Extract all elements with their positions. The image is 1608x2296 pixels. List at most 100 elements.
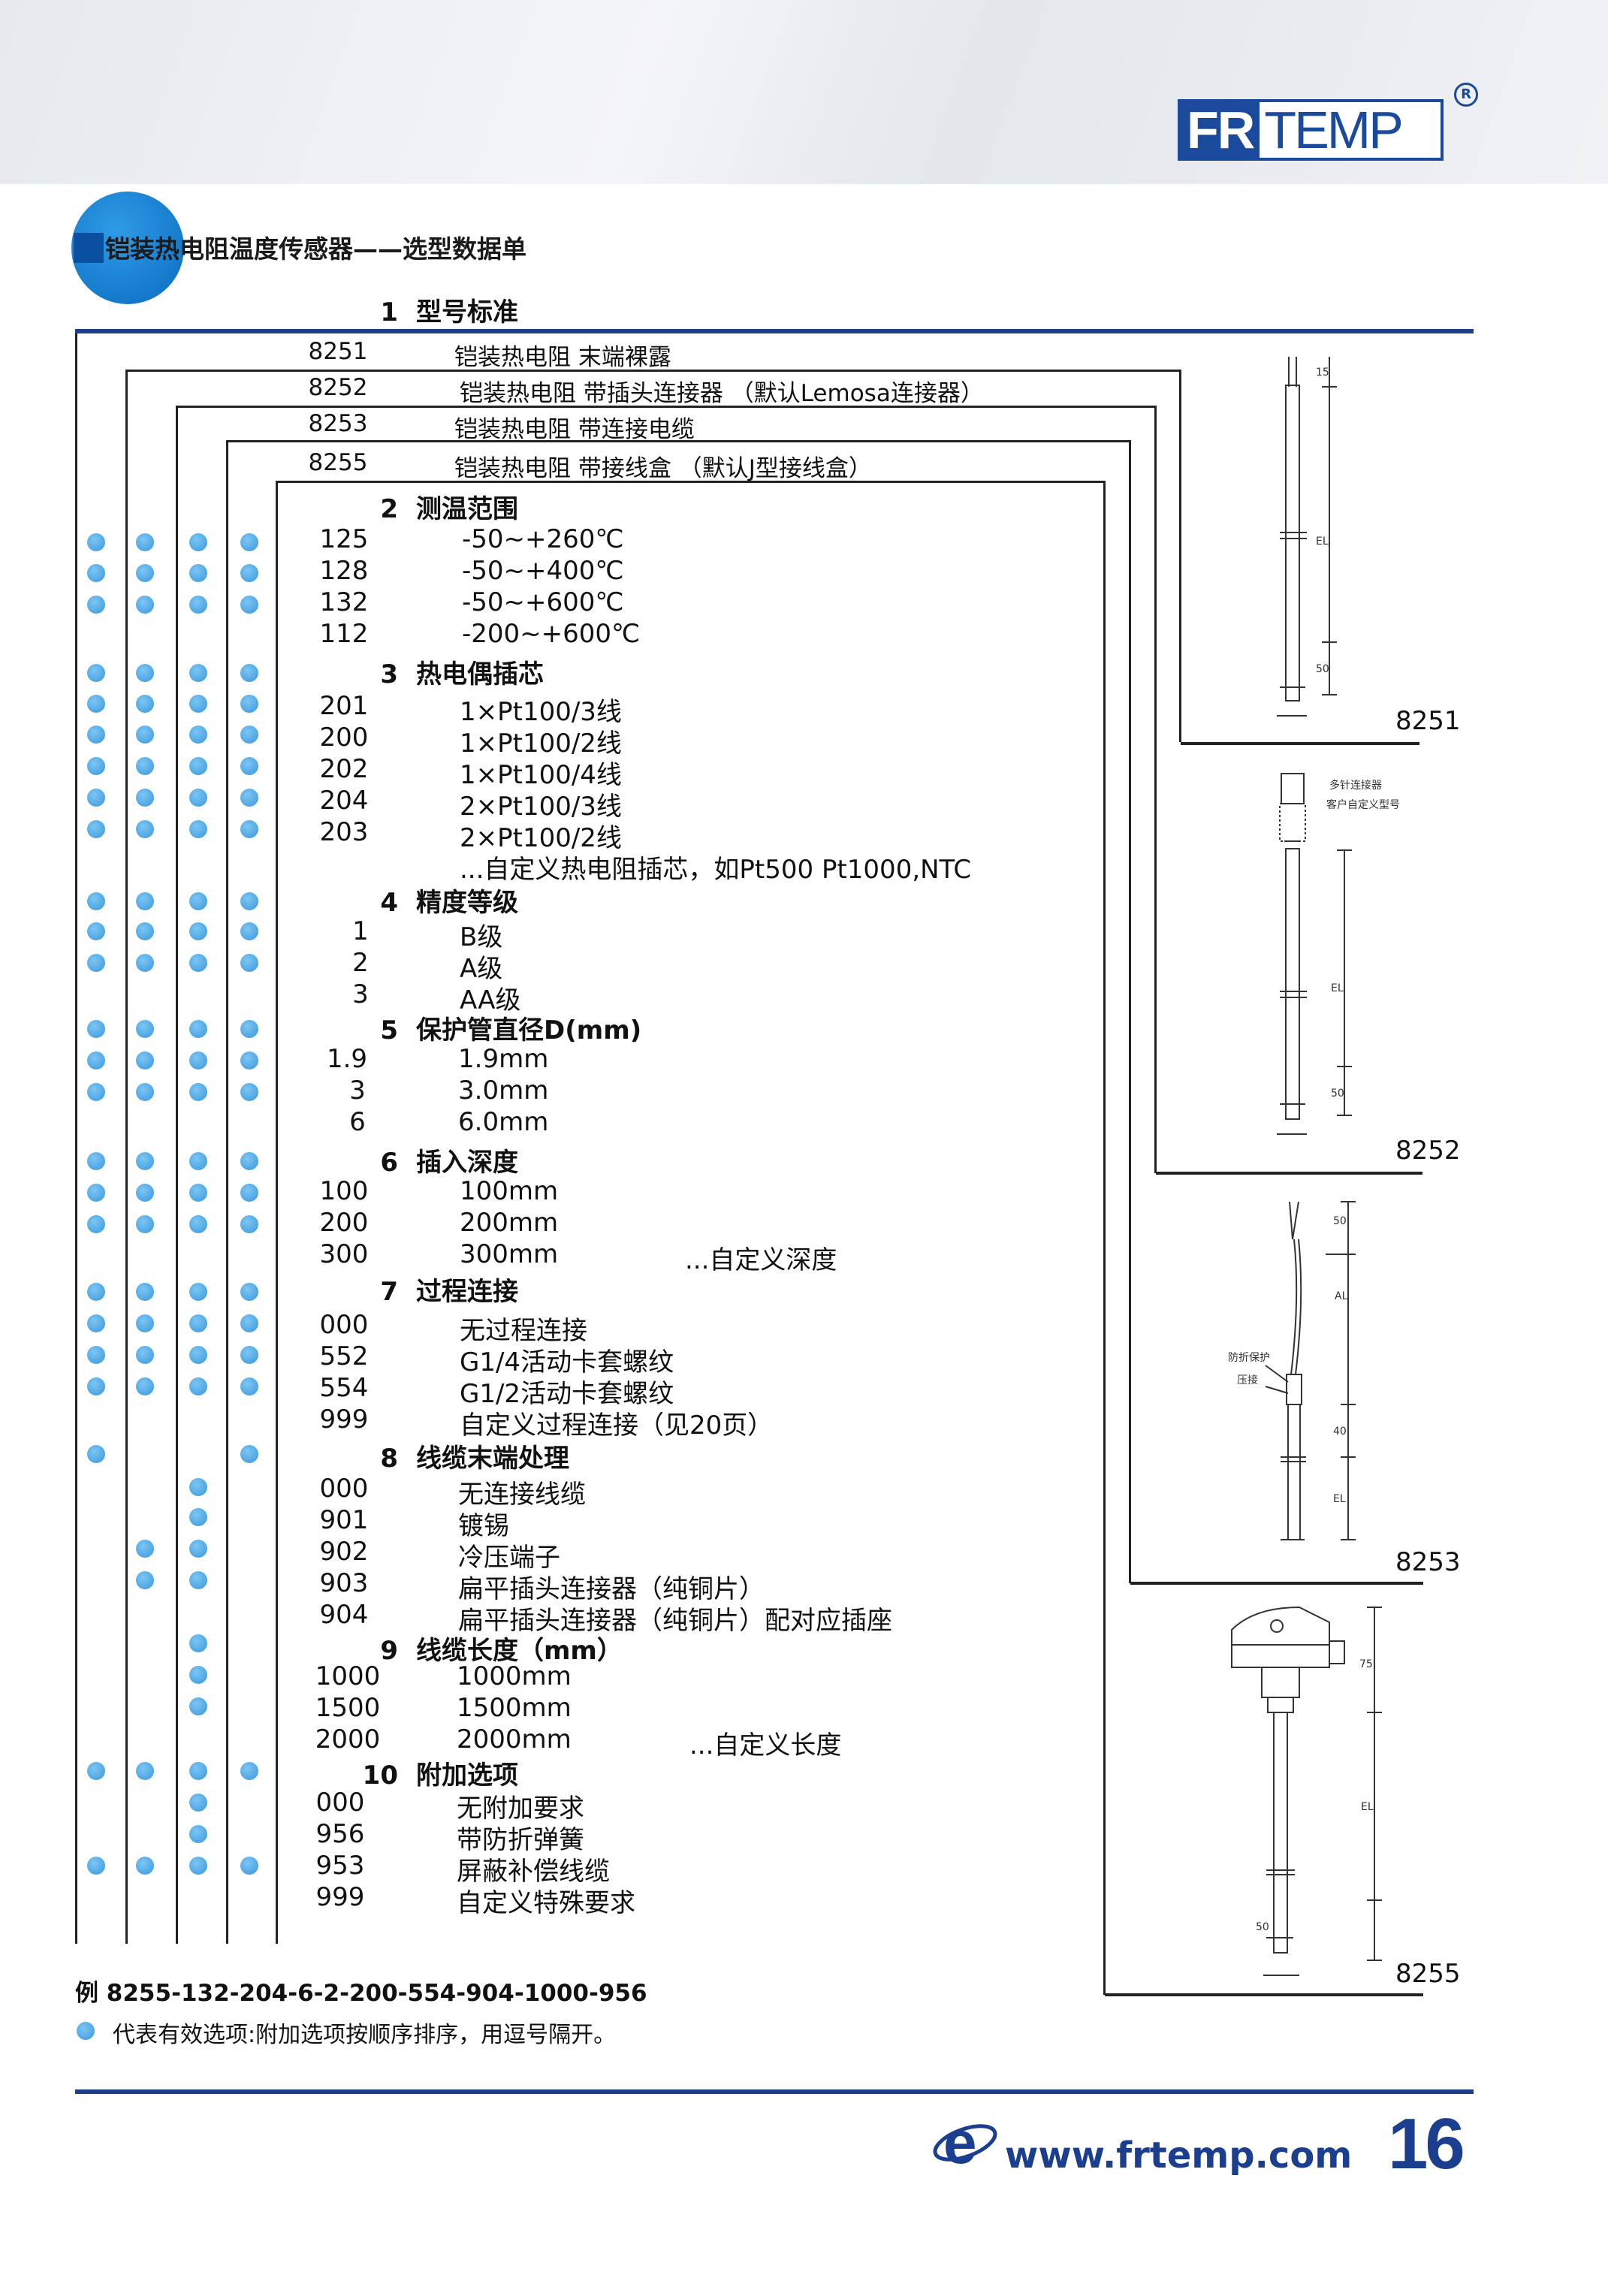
valid-option-dot <box>189 1478 207 1496</box>
valid-option-dot <box>240 1377 258 1395</box>
valid-option-dot <box>87 757 105 775</box>
valid-option-dot <box>136 1857 154 1875</box>
diagram-label-8251: 8251 <box>1395 706 1461 736</box>
option-code: 3 <box>349 1076 366 1106</box>
option-desc: 1000mm <box>457 1661 572 1691</box>
dim-el: EL <box>1333 1493 1346 1505</box>
option-desc: 无附加要求 <box>457 1794 584 1824</box>
valid-option-dot <box>189 820 207 838</box>
bracket-inner-vertical <box>276 481 278 1944</box>
valid-option-dot <box>240 1051 258 1070</box>
valid-option-dot <box>136 596 154 614</box>
bracket-8251-vertical <box>75 333 77 1944</box>
probe-8253-drawing: 防折保护 压接 50 AL 40 EL <box>1228 1201 1356 1540</box>
bracket-inner-top <box>276 481 1105 483</box>
option-desc: 2000mm <box>457 1724 572 1754</box>
valid-option-dot <box>240 1857 258 1875</box>
inserts-note: ...自定义热电阻插芯，如Pt500 Pt1000,NTC <box>460 855 972 885</box>
valid-option-dot <box>189 1215 207 1233</box>
valid-option-dot <box>136 695 154 713</box>
valid-option-dot <box>136 1346 154 1364</box>
valid-option-dot <box>240 757 258 775</box>
valid-option-dot <box>189 1857 207 1875</box>
valid-option-dot <box>189 1666 207 1684</box>
bend-guard-label: 防折保护 <box>1228 1352 1270 1364</box>
option-desc: 冷压端子 <box>458 1543 560 1573</box>
option-code: 112 <box>319 619 369 649</box>
option-code: 201 <box>319 691 369 721</box>
logo-fr: FR <box>1181 102 1260 158</box>
diagram-label-8255: 8255 <box>1395 1959 1461 1989</box>
valid-option-dot <box>87 1857 105 1875</box>
option-code: 000 <box>315 1788 365 1818</box>
option-desc: 100mm <box>460 1176 559 1206</box>
dim-50: 50 <box>1256 1921 1269 1933</box>
valid-option-dot <box>136 564 154 582</box>
option-code: 902 <box>319 1537 369 1567</box>
valid-option-dot <box>240 1314 258 1332</box>
valid-option-dot <box>136 954 154 972</box>
option-desc: 1.9mm <box>458 1044 549 1074</box>
valid-option-dot <box>240 954 258 972</box>
option-code: 2 <box>352 948 369 978</box>
diagram-8253-baseline <box>1130 1582 1423 1585</box>
valid-option-dot <box>87 1215 105 1233</box>
valid-option-dot <box>136 533 154 551</box>
model-desc: 铠装热电阻 带连接电缆 <box>454 416 695 443</box>
valid-option-dot <box>136 1540 154 1558</box>
valid-option-dot <box>87 1346 105 1364</box>
valid-option-dot <box>189 1794 207 1812</box>
valid-option-dot <box>136 789 154 807</box>
valid-option-dot <box>189 789 207 807</box>
svg-text:e: e <box>943 2109 977 2176</box>
option-code: 904 <box>319 1600 369 1630</box>
valid-option-dot <box>136 1083 154 1101</box>
valid-option-dot <box>87 892 105 910</box>
option-code: 132 <box>319 587 369 617</box>
valid-option-dot <box>189 1346 207 1364</box>
valid-option-dot <box>189 1184 207 1202</box>
valid-option-dot <box>240 1184 258 1202</box>
option-code: 903 <box>319 1568 369 1598</box>
option-desc: 扁平插头连接器（纯铜片） <box>458 1574 765 1604</box>
probe-8252-drawing: 多针连接器 客户自定义型号 EL 50 <box>1277 773 1400 1135</box>
valid-option-dot <box>189 533 207 551</box>
model-desc: 铠装热电阻 带接线盒 （默认J型接线盒） <box>454 455 872 482</box>
option-desc: 无连接线缆 <box>458 1480 586 1510</box>
valid-option-dot <box>87 789 105 807</box>
valid-option-dot <box>240 596 258 614</box>
valid-option-dot <box>240 1346 258 1364</box>
diagram-label-8253: 8253 <box>1395 1547 1461 1577</box>
option-code: 956 <box>315 1819 365 1849</box>
valid-option-dot <box>87 533 105 551</box>
option-code: 204 <box>319 786 369 816</box>
valid-option-dot <box>87 1083 105 1101</box>
option-desc: -50~+600℃ <box>462 587 624 617</box>
valid-option-dot <box>87 1762 105 1780</box>
valid-option-dot <box>240 1083 258 1101</box>
option-desc: A级 <box>460 954 503 984</box>
valid-option-dot <box>87 1152 105 1170</box>
title-bar-decoration <box>74 233 104 263</box>
example-code: 例 8255-132-204-6-2-200-554-904-1000-956 <box>75 1980 647 2007</box>
diagram-8255-baseline <box>1105 1993 1423 1996</box>
valid-option-dot <box>87 1184 105 1202</box>
bracket-8252-right <box>1179 370 1181 742</box>
website-link[interactable]: www.frtemp.com <box>1005 2135 1353 2177</box>
dim-15: 15 <box>1316 367 1329 379</box>
valid-option-dot <box>136 1184 154 1202</box>
option-code: 2000 <box>315 1724 381 1754</box>
connector-label: 多针连接器 <box>1329 779 1382 792</box>
valid-option-dot <box>87 1445 105 1463</box>
valid-option-dot <box>189 1697 207 1715</box>
valid-option-dot <box>136 922 154 940</box>
option-code: 200 <box>319 1208 369 1238</box>
model-code: 8252 <box>308 374 368 401</box>
option-desc: 300mm <box>460 1239 559 1269</box>
valid-option-dot <box>240 820 258 838</box>
